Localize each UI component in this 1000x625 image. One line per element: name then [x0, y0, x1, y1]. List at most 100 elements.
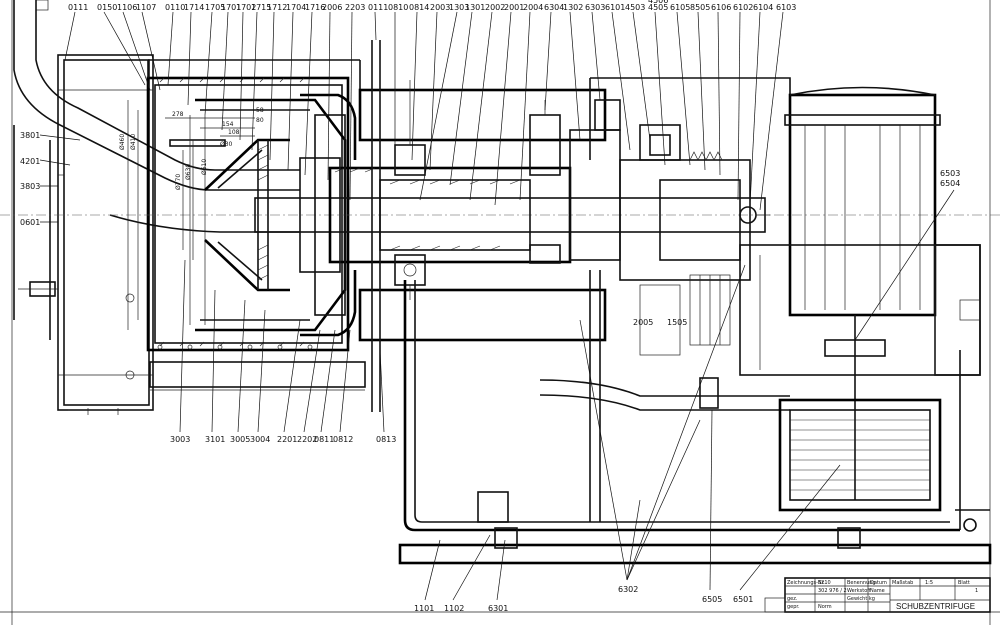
label-0812: 0812	[333, 435, 353, 444]
label-0150: 0150	[97, 3, 117, 12]
base-frame	[398, 270, 992, 565]
label-6302: 6302	[618, 585, 638, 594]
label-1716: 1716	[305, 3, 325, 12]
label-3801: 3801	[20, 131, 40, 140]
label-1106: 1106	[117, 3, 137, 12]
label-2002: 2002	[485, 3, 505, 12]
left-housing	[18, 54, 154, 415]
dimensions: Ø460 Ø410 Ø770 Ø630 Ø610 Ø30 154 278 108…	[119, 100, 264, 330]
label-1101: 1101	[414, 604, 434, 613]
tb-datum: Datum	[870, 580, 887, 586]
label-0814: 0814	[409, 3, 429, 12]
title-block: Zeichnungs-Nr. 5210 302 976 / 2 Benennun…	[764, 577, 991, 613]
label-8505: 8505	[690, 3, 710, 12]
label-6101: 6101	[605, 3, 625, 12]
dim-d770: Ø770	[175, 174, 182, 190]
label-6106: 6106	[711, 3, 731, 12]
label-6303: 6303	[585, 3, 605, 12]
label-1712: 1712	[267, 3, 287, 12]
label-1505: 1505	[667, 318, 687, 327]
tb-title: SCHUBZENTRIFUGE	[896, 602, 975, 611]
label-0110: 0110	[165, 3, 185, 12]
tb-gez: gez.	[787, 596, 798, 602]
label-1704: 1704	[286, 3, 306, 12]
label-1302: 1302	[563, 3, 583, 12]
tb-massstab: Maßstab	[892, 580, 913, 586]
label-3005: 3005	[230, 435, 250, 444]
label-6104: 6104	[753, 3, 773, 12]
top-labels: 0111 0150 1106 1107 0110 1714 1705 1701 …	[68, 0, 796, 12]
tb-werkstoff: Werkstoff	[847, 588, 871, 594]
label-2004: 2004	[523, 3, 543, 12]
label-2006: 2006	[322, 3, 342, 12]
dim-108: 108	[228, 129, 240, 136]
inner-labels: 2005 1505	[633, 318, 687, 327]
label-3003: 3003	[170, 435, 190, 444]
label-6503: 6503	[940, 169, 960, 178]
label-6504: 6504	[940, 179, 960, 188]
tb-sheet: 1	[975, 588, 978, 594]
label-0111-a: 0111	[68, 3, 88, 12]
dim-d460: Ø460	[119, 134, 126, 150]
label-2203: 2203	[345, 3, 365, 12]
label-0601: 0601	[20, 218, 40, 227]
base-labels: 1101 1102 6301 6302 6505 6501	[414, 585, 753, 613]
label-0810: 0810	[388, 3, 408, 12]
dim-d610: Ø610	[201, 159, 208, 175]
tb-name: Name	[870, 588, 885, 594]
label-6102: 6102	[733, 3, 753, 12]
dim-d30: Ø30	[220, 141, 233, 148]
left-labels: 3801 4201 3803 0601	[20, 131, 40, 227]
dim-80: 80	[256, 117, 264, 124]
label-1702: 1702	[236, 3, 256, 12]
feed-pipe	[13, 0, 300, 320]
tb-benennung: Benennung	[847, 580, 876, 586]
dim-278: 278	[172, 111, 184, 118]
dim-58: 58	[256, 107, 264, 114]
tb-doc-no: 302 976 / 2	[818, 588, 847, 594]
label-1107: 1107	[136, 3, 156, 12]
tb-gepr: gepr.	[787, 604, 800, 610]
label-1714: 1714	[184, 3, 204, 12]
label-6501: 6501	[733, 595, 753, 604]
dim-d410: Ø410	[130, 134, 137, 150]
label-4505: 4505	[648, 3, 668, 12]
label-1102: 1102	[444, 604, 464, 613]
housing-bolts	[157, 344, 313, 350]
label-0811: 0811	[314, 435, 334, 444]
leaders-top	[64, 11, 784, 211]
oil-cooler	[778, 398, 990, 532]
label-6105: 6105	[670, 3, 690, 12]
label-1301: 1301	[465, 3, 485, 12]
label-6103: 6103	[776, 3, 796, 12]
drive-motor	[739, 86, 981, 500]
label-6304: 6304	[544, 3, 564, 12]
tb-blatt: Blatt	[958, 580, 970, 586]
bottom-labels: 3003 3101 3005 3004 2201 2202 0811 0812 …	[170, 435, 396, 444]
label-3803: 3803	[20, 182, 40, 191]
label-1705: 1705	[205, 3, 225, 12]
label-3004: 3004	[250, 435, 270, 444]
tb-scale: 1:5	[925, 580, 933, 586]
bearing-housing	[358, 40, 791, 412]
label-2003: 2003	[430, 3, 450, 12]
label-1715: 1715	[251, 3, 271, 12]
dim-154: 154	[222, 121, 234, 128]
label-2201: 2201	[277, 435, 297, 444]
spring-assembly	[639, 151, 731, 356]
label-6505: 6505	[702, 595, 722, 604]
label-4506: 4506	[648, 0, 668, 5]
label-0111-b: 0111	[368, 3, 388, 12]
right-labels: 6503 6504	[940, 169, 960, 188]
label-4503: 4503	[625, 3, 645, 12]
tb-drawing-no-label: Zeichnungs-Nr.	[787, 580, 825, 586]
label-3101: 3101	[205, 435, 225, 444]
label-1701: 1701	[221, 3, 241, 12]
tb-gewicht: Gewicht kg	[847, 596, 875, 602]
label-6301: 6301	[488, 604, 508, 613]
label-0813: 0813	[376, 435, 396, 444]
label-4201: 4201	[20, 157, 40, 166]
tb-drawing-no: 5210	[818, 580, 831, 586]
collector-housing	[146, 59, 366, 391]
